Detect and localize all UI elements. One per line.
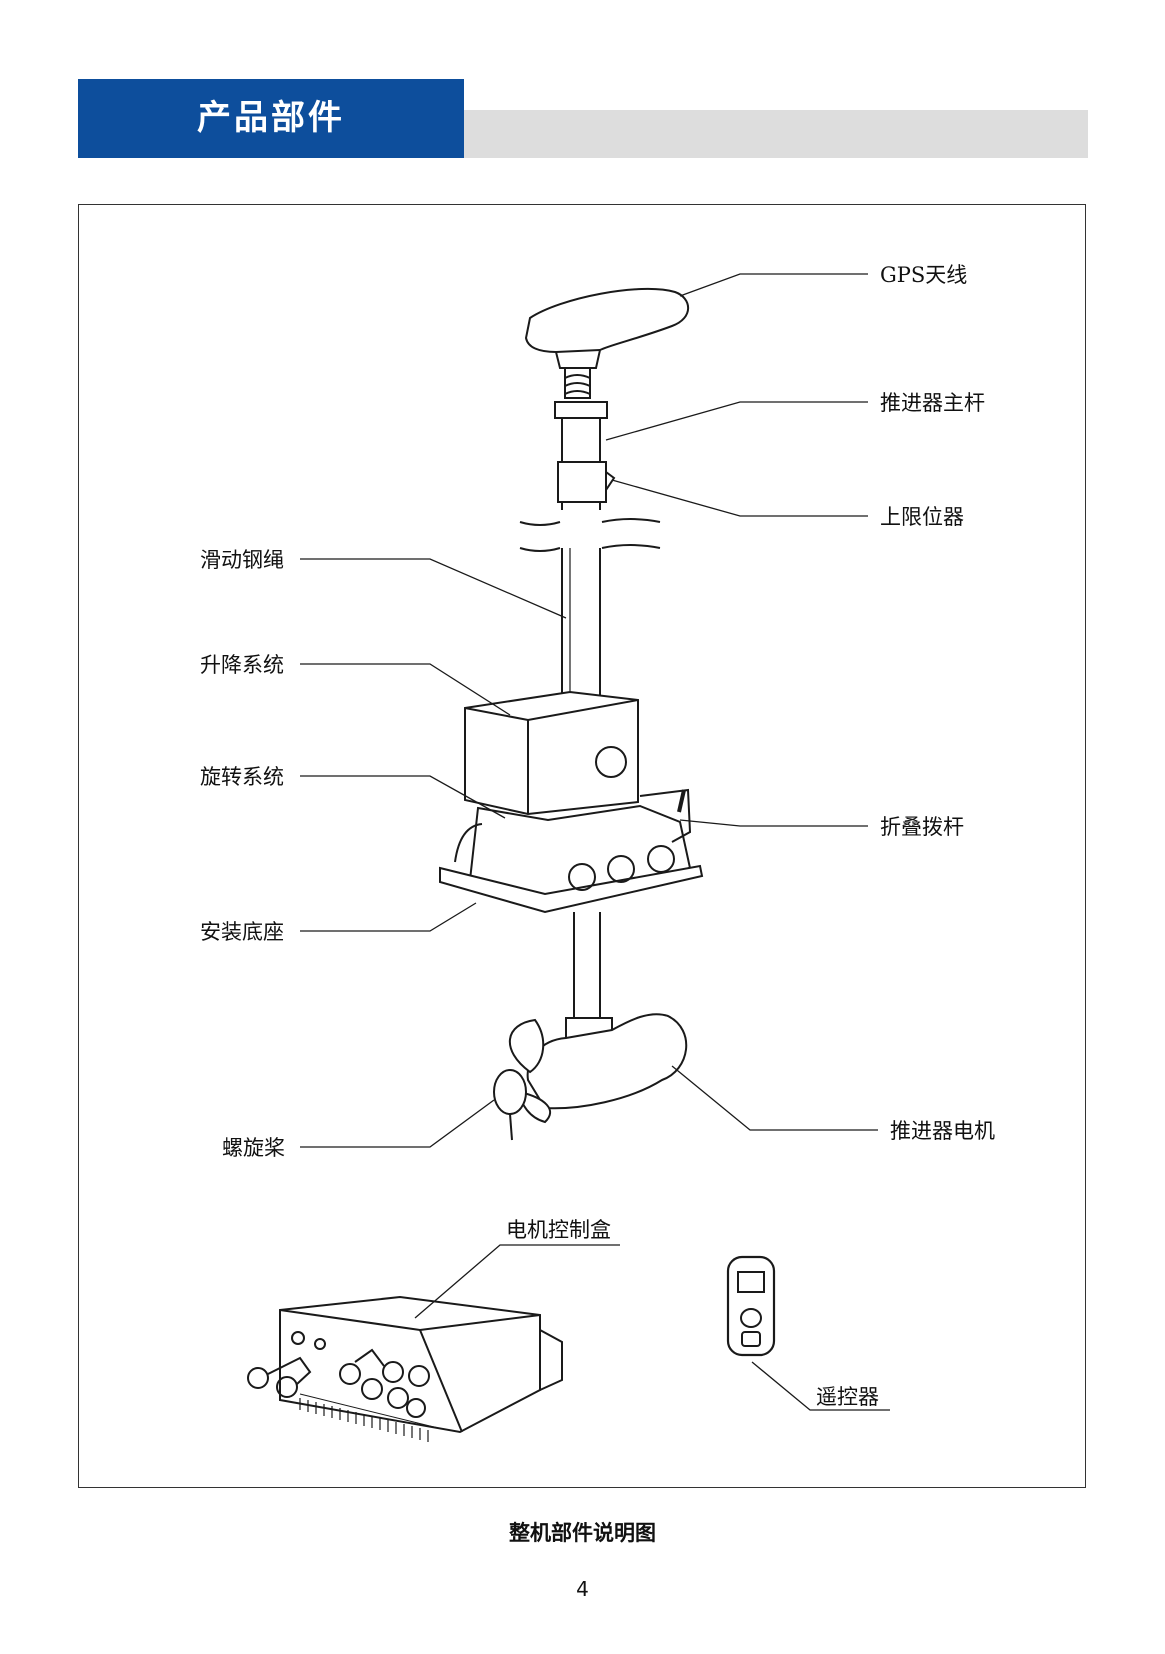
section-header: 产品部件	[78, 79, 464, 158]
label-gps-antenna: GPS天线	[880, 263, 967, 287]
label-rotation-system: 旋转系统	[200, 765, 284, 789]
gps-antenna-drawing	[524, 287, 690, 399]
remote-drawing	[726, 1255, 776, 1357]
label-main-pole: 推进器主杆	[880, 391, 985, 415]
label-thruster-motor: 推进器电机	[890, 1119, 995, 1143]
label-lift-system: 升降系统	[200, 653, 284, 677]
section-title: 产品部件	[197, 98, 345, 138]
rotation-mount-drawing	[439, 788, 704, 914]
motor-drawing	[493, 912, 688, 1141]
main-pole-drawing	[519, 401, 661, 700]
header-strip	[464, 110, 1088, 158]
label-mount-base: 安装底座	[200, 920, 284, 944]
label-upper-limiter: 上限位器	[880, 505, 964, 529]
label-remote-control: 遥控器	[816, 1385, 879, 1409]
page-number: 4	[576, 1577, 589, 1601]
lift-box-drawing	[464, 690, 639, 816]
label-sliding-cable: 滑动钢绳	[200, 548, 284, 572]
figure-frame	[78, 204, 1086, 1488]
figure-caption: 整机部件说明图	[509, 1521, 656, 1545]
label-folding-lever: 折叠拨杆	[880, 815, 964, 839]
label-motor-control-box: 电机控制盒	[506, 1218, 611, 1242]
label-propeller: 螺旋桨	[222, 1136, 285, 1160]
control-box-drawing	[247, 1295, 563, 1442]
